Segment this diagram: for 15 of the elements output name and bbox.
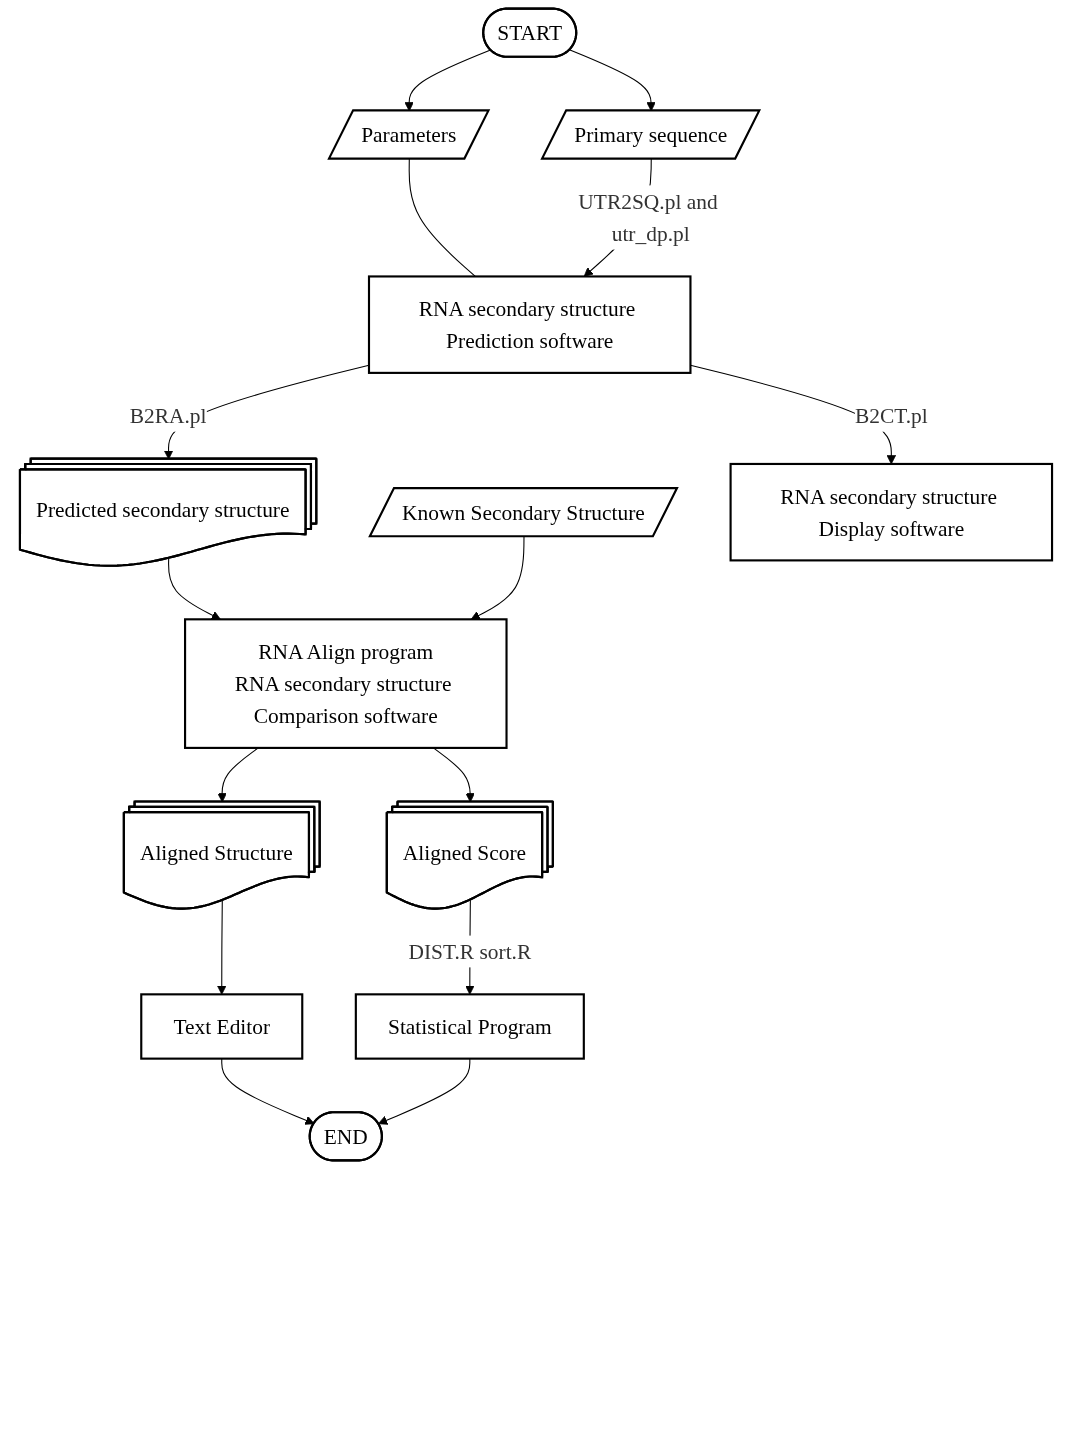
edge-label: B2RA.pl <box>129 403 207 428</box>
node-box: Text Editor <box>140 993 304 1060</box>
node-box: RNA secondary structure Display software <box>729 462 1054 562</box>
node-box: RNA Align program RNA secondary structure Comparison software <box>184 618 508 749</box>
edge-label: B2CT.pl <box>854 403 928 428</box>
arrow <box>217 900 227 995</box>
node-box: Statistical Program <box>354 993 585 1060</box>
node-box: RNA secondary structure Prediction software <box>367 275 692 374</box>
edge-label: DIST.R sort.R <box>408 939 532 964</box>
arrow <box>221 1058 315 1125</box>
arrow <box>470 536 525 620</box>
edge-label: UTR2SQ.pl and utr_dp.pl <box>578 189 718 246</box>
arrow <box>168 557 221 620</box>
arrow <box>378 1058 471 1125</box>
connector <box>408 158 476 277</box>
